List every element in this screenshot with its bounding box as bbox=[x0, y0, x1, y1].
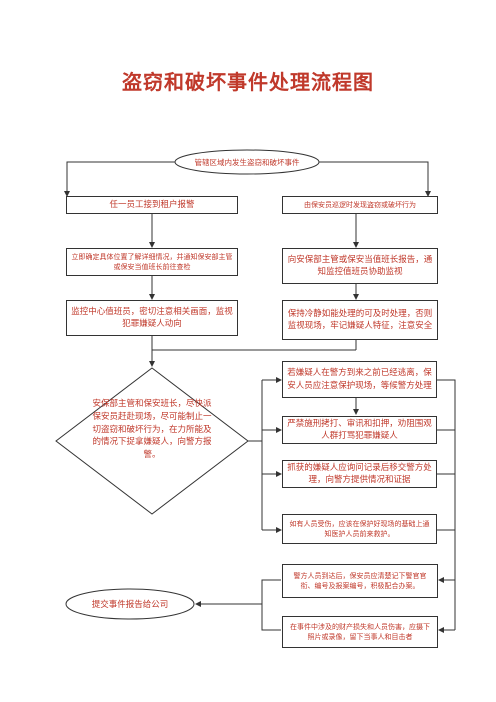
right-step-patrol-found: 由保安员巡逻时发现盗窃或破坏行为 bbox=[282, 196, 438, 214]
left-step-tenant-report: 任一员工接到租户报警 bbox=[66, 196, 238, 214]
report-oval bbox=[65, 588, 195, 620]
left-step-confirm-location: 立即确定具体位置了解详细情况，并通知保安部主管或保安当值班长前往查检 bbox=[66, 248, 238, 276]
right-step-injury: 如有人员受伤，应该在保护好现场的基础上通知医护人员前来救护。 bbox=[282, 514, 437, 544]
page-title: 盗窃和破坏事件处理流程图 bbox=[122, 70, 374, 94]
right-step-protect-scene: 若嫌疑人在警方到来之前已经逃离，保安人员应注意保护现场，等候警方处理 bbox=[282, 361, 437, 398]
start-event-label: 管辖区域内发生盗窃和破坏事件 bbox=[194, 157, 300, 167]
right-step-police-arrival: 警方人员到达后，保安员应清楚记下警官官衔、编号及报案编号，积极配合办案。 bbox=[282, 564, 438, 598]
report-label: 提交事件报告给公司 bbox=[91, 600, 169, 610]
right-step-record-loss: 在事件中涉及的财产损失和人员伤害，应摄下照片或录像，留下当事人和目击者 bbox=[282, 616, 438, 648]
decision-text: 安保部主管和保安班长，尽快派保安员赶赴现场，尽可能制止一切盗窃和破坏行为，在力所… bbox=[92, 399, 212, 460]
right-step-no-torture: 严禁施刑拷打、审讯和扣押，劝阻围观人群打骂犯罪嫌疑人 bbox=[282, 416, 437, 444]
right-step-stay-calm: 保持冷静如能处理的可及时处理，否则监视现场，牢记嫌疑人特征，注意安全 bbox=[282, 300, 438, 340]
right-step-hand-over: 抓获的嫌疑人应询问记录后移交警方处理，向警方提供情况和证据 bbox=[282, 460, 437, 488]
left-step-monitor-center: 监控中心值班员，密切注意相关画面，监视犯罪嫌疑人动向 bbox=[66, 300, 238, 336]
right-step-report-supervisor: 向安保部主管或保安当值班长报告，通知监控值班员协助监视 bbox=[282, 248, 438, 284]
decision-diamond bbox=[55, 367, 249, 515]
